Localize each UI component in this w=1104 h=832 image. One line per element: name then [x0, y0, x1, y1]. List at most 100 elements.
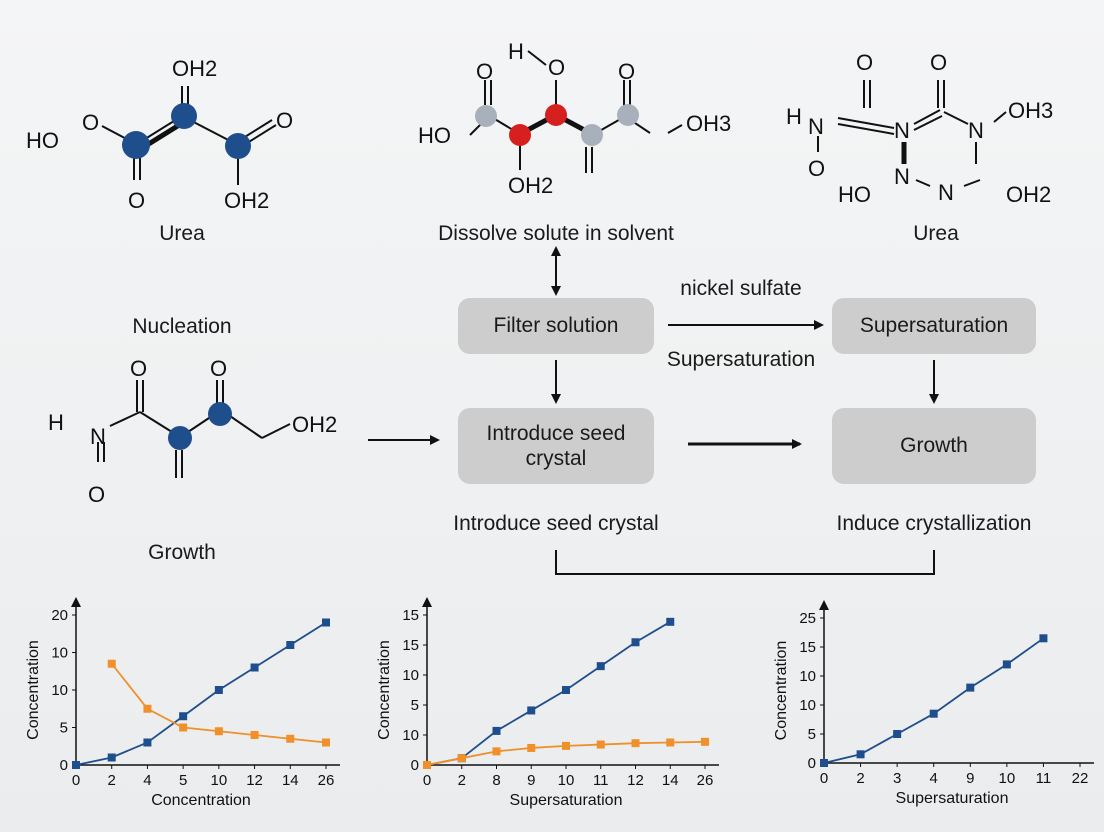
molecule-2: H O O HO OH2 O OH3	[418, 39, 731, 198]
data-point	[527, 743, 536, 752]
molecule-4-label-above: Nucleation	[132, 315, 232, 338]
supersaturation-box: Supersaturation	[832, 298, 1036, 354]
molecule-3-label: Urea	[913, 222, 959, 245]
x-tick-label: 4	[930, 770, 938, 787]
data-point	[666, 617, 675, 626]
data-point	[322, 738, 330, 747]
x-tick-label: 22	[1072, 770, 1089, 787]
data-point	[286, 641, 295, 649]
atom-label: O	[548, 55, 565, 80]
atom-label: N	[894, 164, 910, 189]
data-point	[286, 734, 295, 743]
data-point	[492, 726, 501, 735]
y-tick-label: 15	[402, 637, 419, 654]
atom-label: O	[476, 59, 493, 84]
data-point	[701, 737, 709, 746]
atom-label: O	[130, 356, 147, 381]
x-axis-label: Supersaturation	[896, 790, 1009, 807]
x-tick-label: 0	[820, 770, 828, 787]
introduce-seed-crystal-box: Introduce seed crystal	[458, 408, 654, 484]
data-point	[143, 704, 152, 713]
x-tick-label: 3	[893, 770, 901, 787]
atom-label: OH2	[172, 56, 217, 81]
data-point	[527, 706, 536, 715]
y-tick-label: 5	[411, 697, 419, 714]
atom-label: N	[968, 118, 984, 143]
y-tick-label: 10	[51, 682, 68, 699]
atom-label: OH3	[1008, 98, 1053, 123]
y-tick-label: 10	[402, 667, 419, 684]
atom-label: N	[808, 114, 824, 139]
data-point	[214, 686, 223, 694]
x-tick-label: 8	[492, 772, 500, 789]
data-point	[966, 683, 975, 692]
atom-label: O	[210, 356, 227, 381]
data-point	[457, 754, 466, 763]
series-line	[75, 621, 327, 766]
x-tick-label: 26	[697, 772, 714, 789]
atom-label: OH2	[292, 412, 337, 437]
x-tick-label: 9	[966, 770, 974, 787]
data-point	[143, 738, 152, 747]
bracket-connector	[555, 550, 935, 575]
data-point	[179, 723, 188, 732]
data-point	[250, 731, 259, 739]
atom-label: O	[856, 50, 873, 75]
data-point	[107, 753, 116, 762]
x-tick-label: 11	[593, 772, 609, 789]
x-tick-label: 0	[423, 772, 431, 789]
data-point	[72, 761, 80, 769]
filter-solution-box: Filter solution	[458, 298, 654, 354]
data-point	[631, 638, 640, 647]
data-point	[562, 741, 570, 750]
x-tick-label: 10	[999, 770, 1016, 787]
atom-label: HO	[26, 128, 59, 153]
data-point	[562, 686, 570, 694]
molecule-4: O O H N OH2 O	[48, 356, 337, 507]
atom-label: O	[276, 108, 293, 133]
molecule-1: OH2 HO O O O OH2	[26, 56, 293, 213]
atom-label: O	[618, 59, 635, 84]
x-tick-label: 2	[108, 772, 116, 789]
atom-label: OH2	[1006, 182, 1051, 207]
atom-label: H	[48, 410, 64, 435]
y-tick-label: 10	[799, 668, 816, 685]
x-tick-label: 26	[318, 772, 335, 789]
y-axis-label: Concentration	[25, 640, 42, 740]
x-tick-label: 10	[211, 772, 228, 789]
molecule-1-label: Urea	[159, 222, 205, 245]
data-point	[596, 662, 605, 671]
y-tick-label: 0	[60, 757, 68, 774]
y-tick-label: 0	[808, 755, 816, 772]
x-tick-label: 14	[282, 772, 299, 789]
atom-label: H	[508, 39, 524, 64]
atom-label: OH2	[508, 173, 553, 198]
x-tick-label: 12	[246, 772, 263, 789]
y-tick-label: 5	[808, 726, 816, 743]
series-line	[426, 621, 671, 766]
introduce-seed-crystal-label: Introduce seed crystal	[453, 512, 659, 535]
atom-label: OH3	[686, 111, 731, 136]
data-point	[322, 618, 330, 627]
atom-label: N	[938, 180, 954, 205]
data-point	[1002, 660, 1011, 669]
molecule-2-label: Dissolve solute in solvent	[438, 222, 674, 245]
atom-label: O	[128, 188, 145, 213]
y-tick-label: 0	[411, 757, 419, 774]
data-point	[856, 750, 865, 759]
molecule-3: O O H N N N OH3 O HO N N OH2	[786, 50, 1053, 207]
y-tick-label: 25	[799, 610, 816, 627]
x-tick-label: 5	[179, 772, 187, 789]
y-tick-label: 15	[402, 607, 419, 624]
data-point	[179, 712, 188, 721]
x-tick-label: 2	[458, 772, 466, 789]
atom-label: H	[786, 104, 802, 129]
x-tick-label: 14	[662, 772, 679, 789]
atom-label: OH2	[224, 188, 269, 213]
atom-label: HO	[838, 182, 871, 207]
data-point	[214, 727, 223, 736]
y-tick-label: 5	[60, 720, 68, 737]
atom-label: O	[930, 50, 947, 75]
